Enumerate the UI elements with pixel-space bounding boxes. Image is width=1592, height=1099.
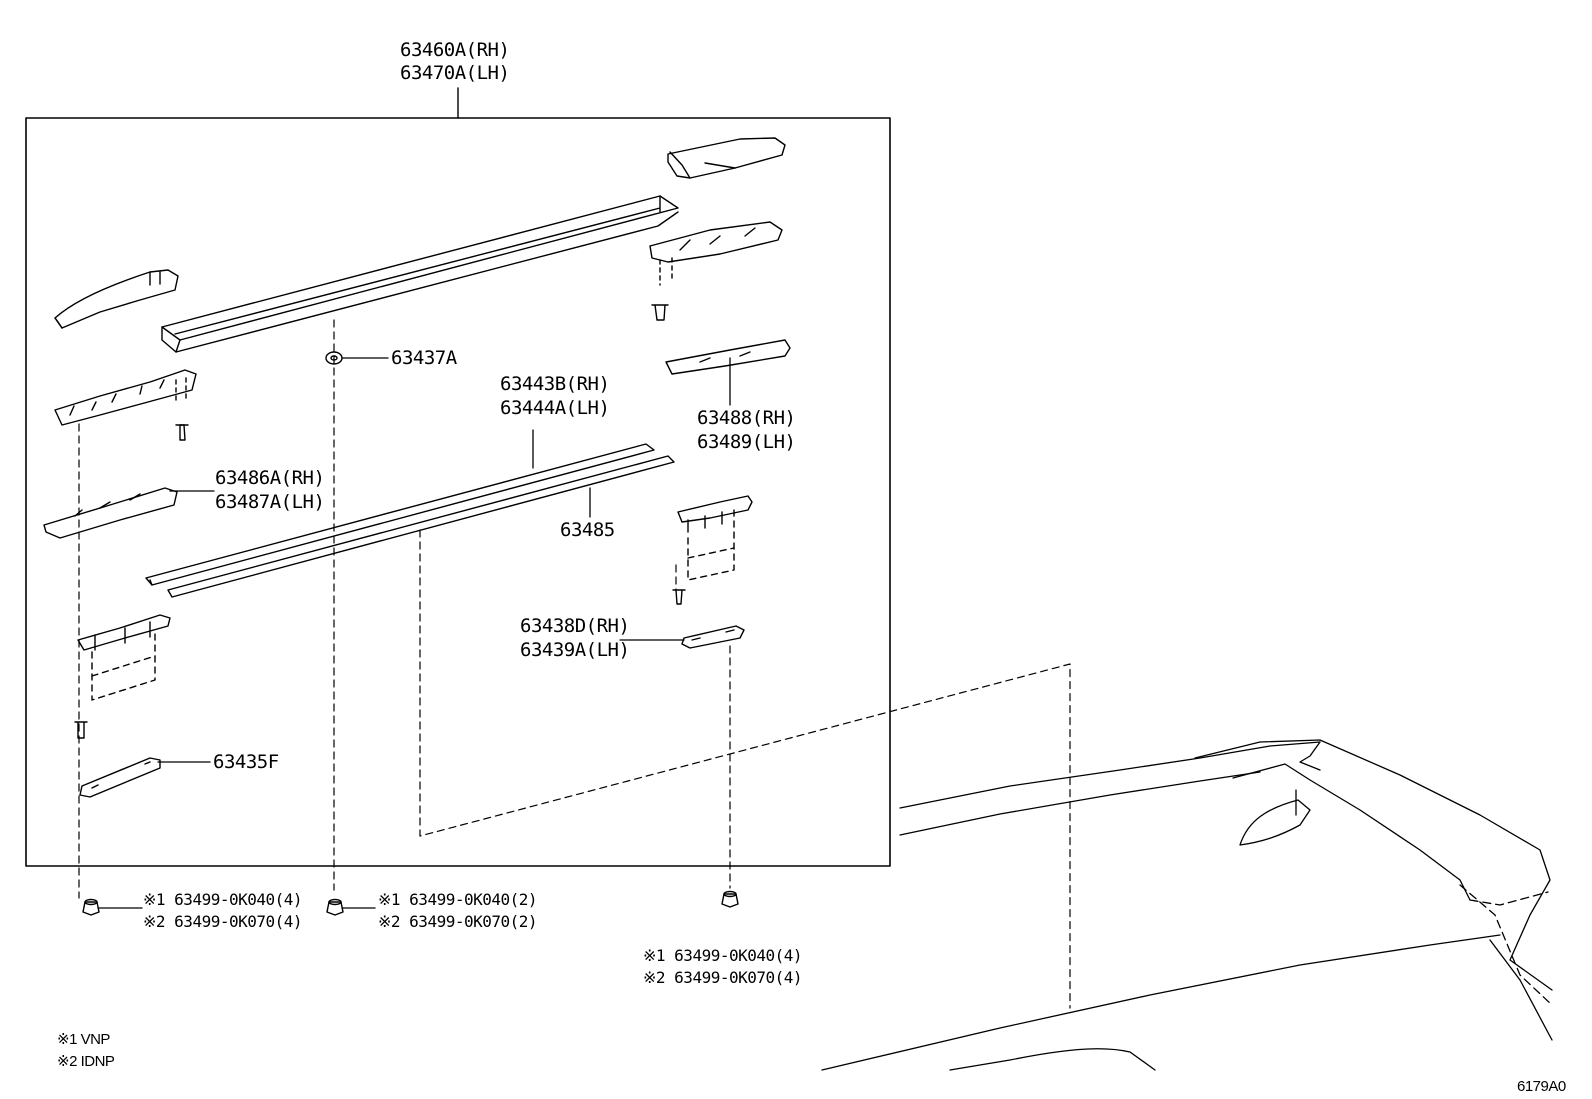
part-label-63485: 63485 (560, 519, 615, 541)
rear-end-cover (54, 269, 179, 329)
note-idnp: ※2 IDNP (57, 1053, 115, 1070)
left-clip (74, 614, 171, 739)
fastener-middle-line2: ※2 63499-0K070(2) (378, 912, 538, 931)
diagram-id: 6179A0 (1517, 1078, 1566, 1095)
front-end-cover (667, 137, 786, 179)
upper-molding-strip (145, 443, 655, 586)
fastener-middle (326, 898, 344, 916)
part-label-63443b: 63443B(RH) (500, 373, 610, 395)
fastener-left-line2: ※2 63499-0K070(4) (143, 912, 303, 931)
fastener-left-line1: ※1 63499-0K040(4) (143, 890, 303, 909)
main-rail (161, 195, 679, 353)
vehicle-roof (821, 739, 1553, 1071)
leader-lines (97, 357, 731, 909)
part-label-63437a: 63437A (391, 347, 457, 369)
part-label-63489: 63489(LH) (697, 431, 796, 453)
assembly-frame (25, 117, 891, 867)
fastener-right (721, 890, 739, 908)
assembly-label-lh: 63470A(LH) (400, 62, 510, 84)
fastener-middle-line1: ※1 63499-0K040(2) (378, 890, 538, 909)
part-label-63487a: 63487A(LH) (215, 491, 325, 513)
assembly-lines (78, 319, 1071, 1009)
assembly-label-rh: 63460A(RH) (400, 39, 510, 61)
right-upper-bracket (649, 221, 783, 321)
part-label-63435f: 63435F (213, 751, 279, 773)
left-base-plate (79, 757, 161, 798)
part-label-63488: 63488(RH) (697, 407, 796, 429)
left-upper-bracket (54, 369, 197, 441)
part-label-63444a: 63444A(LH) (500, 397, 610, 419)
part-label-63439a: 63439A(LH) (520, 639, 630, 661)
right-clip (672, 495, 753, 605)
right-middle-bracket (665, 339, 791, 375)
fastener-right-line1: ※1 63499-0K040(4) (643, 946, 803, 965)
part-label-63438d: 63438D(RH) (520, 615, 630, 637)
lower-molding-strip (167, 455, 675, 598)
part-label-63486a: 63486A(RH) (215, 467, 325, 489)
right-base-plate (681, 625, 745, 649)
note-vnp: ※1 VNP (57, 1031, 110, 1048)
fastener-right-line2: ※2 63499-0K070(4) (643, 968, 803, 987)
left-lower-bracket (43, 487, 178, 539)
fastener-left (82, 898, 100, 916)
